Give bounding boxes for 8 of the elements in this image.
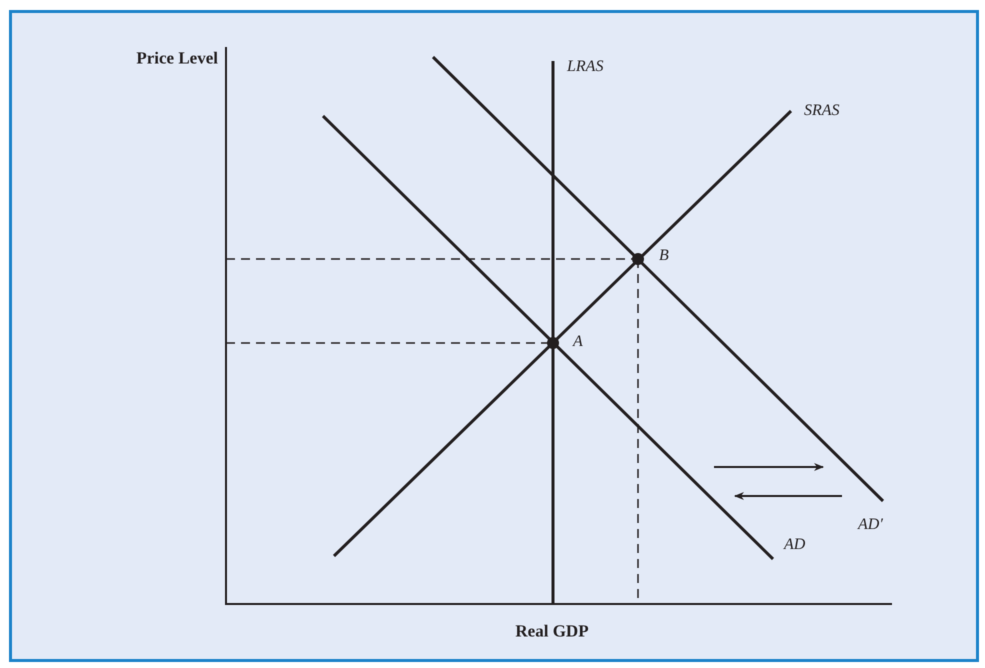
curve-label: LRAS [567,59,604,75]
curve-label: SRAS [804,103,840,119]
curve-label: AD [784,537,806,553]
axis-label: Price Level [136,50,218,66]
point-label: B [659,248,669,264]
axis-label: Real GDP [515,622,589,640]
curve-label: AD′ [858,517,883,533]
point-label: A [573,334,583,350]
